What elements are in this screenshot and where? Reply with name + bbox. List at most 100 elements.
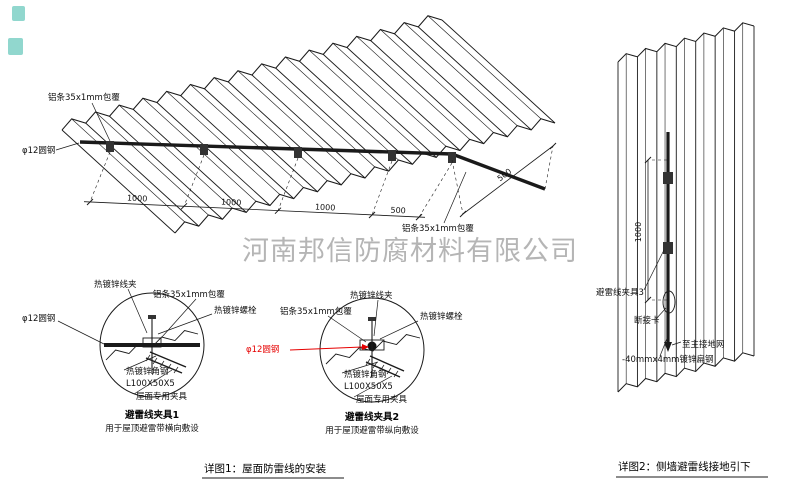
cad-line xyxy=(127,288,148,334)
cad-polyline xyxy=(325,334,421,365)
cad-line xyxy=(152,357,158,365)
cad-line xyxy=(159,360,165,368)
cad-line xyxy=(55,142,80,151)
cad-circle xyxy=(319,297,425,403)
cad-line xyxy=(332,43,447,147)
cad-line xyxy=(322,54,437,158)
cad-line xyxy=(157,313,213,335)
cad-line xyxy=(285,56,399,161)
cad-rect xyxy=(368,317,376,321)
wall-label-clamp3: 避雷线夹具3 xyxy=(596,287,644,298)
cad-rect xyxy=(663,242,673,254)
dimension-span1: 1000 xyxy=(127,193,148,203)
cad-line xyxy=(71,118,185,223)
wall-label-to-ground: 至主接地网 xyxy=(682,339,725,350)
cad-polyline xyxy=(61,15,443,131)
dimension-span3: 1000 xyxy=(315,202,336,212)
d2-label-angle-size: L100X50X5 xyxy=(344,382,393,392)
cad-line xyxy=(346,47,461,151)
wall-label-flat-steel: -40mmx4mm镀锌扁钢 xyxy=(622,354,713,365)
cad-line xyxy=(327,315,367,343)
d2-subtitle: 用于屋顶避雷带纵向敷设 xyxy=(325,425,419,436)
label-alu-strip-bottom: 铝条35x1mm包覆 xyxy=(402,223,474,234)
cad-line xyxy=(161,298,197,338)
cad-line xyxy=(275,67,390,172)
cad-line xyxy=(79,140,453,156)
corner-decoration-icon xyxy=(12,6,25,21)
d2-label-round-steel: φ12圆钢 xyxy=(246,344,279,355)
d2-label-roof-fixture: 屋面专用夹具 xyxy=(356,394,408,405)
label-round-steel-main: φ12圆钢 xyxy=(22,145,55,156)
cad-ellipse xyxy=(662,290,676,314)
cad-line xyxy=(308,49,423,154)
cad-line xyxy=(393,370,399,378)
dimension-span2: 1000 xyxy=(221,197,242,207)
d2-label-bolt: 热镀锌螺栓 xyxy=(420,311,463,322)
cad-line xyxy=(118,104,233,209)
cad-line xyxy=(451,159,464,215)
cad-line xyxy=(109,115,223,220)
cad-line xyxy=(277,157,299,211)
cad-line xyxy=(451,152,546,191)
caption-detail2: 详图2：侧墙避雷线接地引下 xyxy=(618,460,751,473)
cad-line xyxy=(379,320,419,340)
d1-label-roof-fixture: 屋面专用夹具 xyxy=(136,391,188,402)
cad-line xyxy=(417,26,532,131)
cad-line xyxy=(655,307,667,320)
cad-line xyxy=(365,361,401,378)
cad-rect xyxy=(106,141,114,152)
wall-label-disconnect: 断接卡 xyxy=(634,315,660,326)
cad-line xyxy=(227,81,342,186)
d2-label-wire-clamp: 热镀锌线夹 xyxy=(350,290,393,301)
cad-line xyxy=(671,341,682,346)
cad-rect xyxy=(294,147,302,158)
cad-line xyxy=(644,156,652,164)
d1-label-round-steel: φ12圆钢 xyxy=(22,313,55,324)
cad-line xyxy=(183,154,205,207)
cad-line xyxy=(299,60,413,165)
cad-polygon xyxy=(362,344,369,350)
cad-line xyxy=(443,171,467,224)
cad-line xyxy=(149,351,187,368)
cad-line xyxy=(356,36,470,140)
cad-line xyxy=(173,366,179,374)
cad-polyline xyxy=(617,22,755,63)
d1-label-angle-size: L100X50X5 xyxy=(126,379,175,389)
cad-line xyxy=(132,109,247,213)
cad-line xyxy=(83,201,426,218)
d1-label-bolt: 热镀锌螺栓 xyxy=(214,305,257,316)
cad-line xyxy=(386,367,392,375)
cad-line xyxy=(659,335,669,357)
cad-line xyxy=(95,111,209,216)
drawing-labels: 河南邦信防腐材料有限公司 铝条35x1mm包覆 φ12圆钢 铝条35x1mm包覆… xyxy=(8,6,751,475)
cad-line xyxy=(462,145,554,215)
drawing-geometry xyxy=(55,15,768,479)
cad-line xyxy=(91,102,111,142)
cad-polygon xyxy=(664,342,672,352)
cad-line xyxy=(644,296,652,304)
cad-line xyxy=(142,98,257,202)
cad-line xyxy=(133,369,173,395)
cad-rect xyxy=(663,172,673,184)
cad-line xyxy=(365,358,371,366)
corner-decoration-icon xyxy=(8,38,23,55)
caption-detail1: 详图1：屋面防雷线的安装 xyxy=(204,462,327,475)
cad-line xyxy=(544,145,554,190)
cad-line xyxy=(418,162,453,218)
cad-rect xyxy=(448,152,456,163)
cad-line xyxy=(370,40,485,144)
d2-title: 避雷线夹具2 xyxy=(345,411,399,423)
cad-line xyxy=(213,77,328,181)
cad-line xyxy=(379,364,385,372)
d1-label-angle-steel: 热镀锌角钢 xyxy=(126,366,169,377)
d2-label-alu-strip: 铝条35x1mm包覆 xyxy=(280,306,352,317)
cad-line xyxy=(341,361,379,374)
company-watermark: 河南邦信防腐材料有限公司 xyxy=(242,236,578,267)
cad-line xyxy=(166,91,280,195)
cad-line xyxy=(123,355,157,371)
cad-line xyxy=(403,22,518,126)
cad-line xyxy=(61,129,176,234)
dimension-span4: 500 xyxy=(390,206,406,216)
cad-line xyxy=(373,299,379,337)
